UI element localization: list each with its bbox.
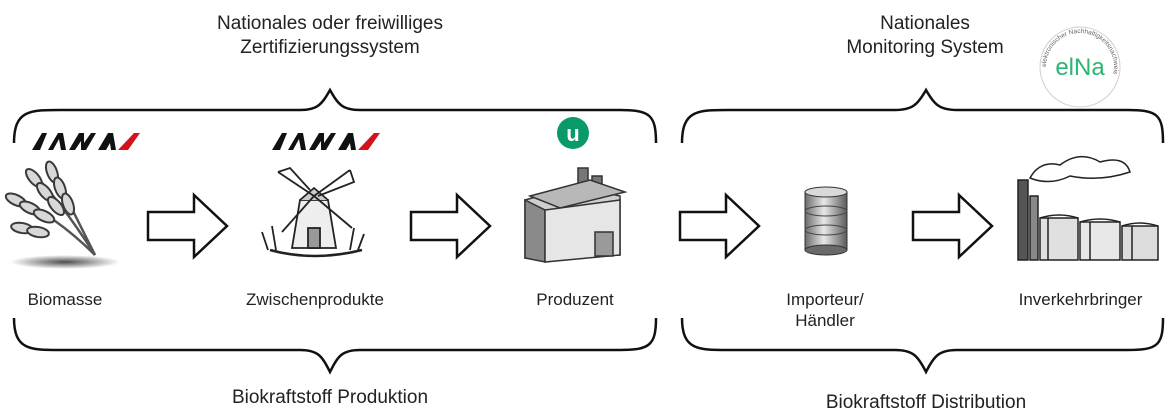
svg-text:elNa: elNa: [1055, 54, 1105, 81]
certification-header: Nationales oder freiwilliges Zertifizier…: [130, 12, 530, 60]
factory-icon: [524, 167, 628, 263]
monitoring-header: Nationales Monitoring System: [775, 12, 1075, 60]
distribution-brace: [680, 317, 1165, 375]
windmill-icon: [261, 166, 365, 258]
stage-label-importeur: Importeur/ Händler: [760, 289, 890, 331]
flow-arrow-3: [678, 192, 761, 260]
flow-arrow-1: [146, 192, 229, 260]
production-footer: Biokraftstoff Produktion: [231, 387, 429, 408]
certification-header-line1: Nationales oder freiwilliges: [217, 13, 443, 34]
stage-label-biomasse: Biomasse: [27, 290, 103, 309]
u-logo: u: [557, 117, 589, 149]
stage-label-importeur-line1: Importeur/: [786, 290, 864, 309]
stage-label-produzent: Produzent: [536, 290, 614, 309]
stage-label-importeur-line2: Händler: [795, 311, 855, 330]
ama-logo: [32, 133, 140, 150]
svg-text:u: u: [566, 121, 579, 146]
stage-label-zwischenprodukte: Zwischenprodukte: [246, 290, 384, 309]
elna-logo: elektronischer Nachhaltigkeitsnachweis e…: [1039, 26, 1121, 108]
monitoring-header-line1: Nationales: [880, 13, 970, 34]
certification-brace: [12, 87, 658, 144]
production-brace: [12, 317, 658, 375]
monitoring-brace: [680, 87, 1165, 144]
flow-arrow-4: [911, 192, 994, 260]
storage-tank-icon: [804, 186, 848, 256]
stage-label-inverkehrbringer: Inverkehrbringer: [1018, 290, 1143, 309]
distribution-footer: Biokraftstoff Distribution: [825, 392, 1027, 413]
ama-logo: [272, 133, 380, 150]
refinery-icon: [1017, 156, 1159, 261]
monitoring-header-line2: Monitoring System: [846, 37, 1004, 58]
wheat-icon: [4, 160, 120, 269]
flow-arrow-2: [409, 192, 492, 260]
certification-header-line2: Zertifizierungssystem: [240, 37, 420, 58]
